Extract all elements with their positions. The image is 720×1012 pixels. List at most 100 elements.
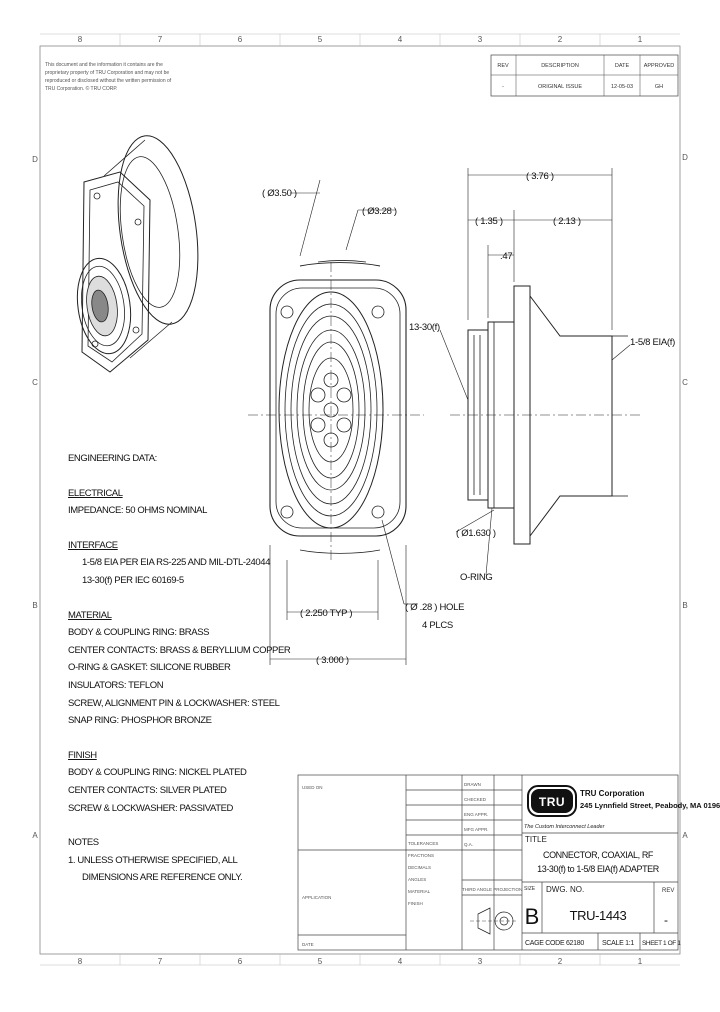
material-line: INSULATORS: TEFLON	[68, 679, 164, 691]
svg-text:reproduced or disclosed withou: reproduced or disclosed without the writ…	[45, 78, 172, 84]
dim-body-dia: ( Ø3.28 )	[362, 206, 397, 217]
zone-col-3-bottom: 3	[478, 957, 483, 966]
label-connector-left: 13-30(f)	[409, 322, 440, 333]
dwg-no-label: DWG. NO.	[546, 885, 584, 894]
svg-text:APPLICATION: APPLICATION	[302, 895, 331, 900]
material-title: MATERIAL	[68, 609, 112, 621]
svg-text:DATE: DATE	[302, 942, 314, 947]
svg-text:ENG APPR.: ENG APPR.	[464, 812, 488, 817]
note-line: 1. UNLESS OTHERWISE SPECIFIED, ALL	[68, 854, 238, 866]
interface-title: INTERFACE	[68, 539, 118, 551]
dim-overall-dia: ( Ø3.50 )	[262, 188, 297, 199]
svg-text:-: -	[502, 84, 504, 90]
dim-len-a: ( 1.35 )	[475, 216, 503, 227]
zone-col-6-bottom: 6	[238, 957, 243, 966]
zone-col-2-bottom: 2	[558, 957, 563, 966]
zone-row-c-right: C	[682, 378, 688, 387]
tru-logo: TRU	[527, 785, 577, 817]
third-angle-projection-icon	[470, 907, 516, 935]
drawing-title-line-2: 13-30(f) to 1-5/8 EIA(f) ADAPTER	[537, 864, 660, 874]
svg-text:MFG APPR.: MFG APPR.	[464, 827, 489, 832]
rev-value: -	[664, 913, 668, 927]
interface-line: 13-30(f) PER IEC 60169-5	[82, 574, 184, 586]
zone-col-6: 6	[238, 35, 243, 44]
interface-line: 1-5/8 EIA PER EIA RS-225 AND MIL-DTL-240…	[82, 557, 271, 569]
zone-col-7: 7	[158, 35, 163, 44]
svg-text:TOLERANCES: TOLERANCES	[408, 841, 438, 846]
material-line: BODY & COUPLING RING: BRASS	[68, 627, 210, 639]
svg-text:Q.A.: Q.A.	[464, 842, 473, 847]
isometric-view	[76, 135, 199, 373]
svg-text:ORIGINAL ISSUE: ORIGINAL ISSUE	[538, 84, 582, 90]
svg-text:DATE: DATE	[615, 63, 630, 69]
finish-line: SCREW & LOCKWASHER: PASSIVATED	[68, 802, 234, 814]
zone-row-a: A	[32, 831, 38, 840]
company-address: 245 Lynnfield Street, Peabody, MA 01960	[580, 801, 720, 810]
svg-text:12-05-03: 12-05-03	[611, 84, 633, 90]
notes-title: NOTES	[68, 837, 99, 849]
size-value: B	[525, 904, 540, 929]
zone-row-c: C	[32, 378, 38, 387]
svg-text:DRAWN: DRAWN	[464, 782, 481, 787]
zone-row-b: B	[32, 601, 37, 610]
title-block-small-labels: USED ON APPLICATION DATE DRAWN CHECKED E…	[302, 782, 522, 947]
scale: SCALE 1:1	[602, 940, 634, 947]
drawing-title-line-1: CONNECTOR, COAXIAL, RF	[543, 850, 654, 860]
rev-label: REV	[662, 888, 674, 894]
material-line: CENTER CONTACTS: BRASS & BERYLLIUM COPPE…	[68, 644, 291, 656]
zone-col-5-bottom: 5	[318, 957, 323, 966]
svg-text:proprietary property of TRU Co: proprietary property of TRU Corporation …	[45, 70, 169, 76]
title-block	[297, 774, 679, 951]
dim-flange-width: ( 3.000 )	[316, 655, 349, 666]
electrical-title: ELECTRICAL	[68, 487, 123, 499]
svg-text:This document and the informat: This document and the information it con…	[45, 62, 163, 68]
dim-overall-len: ( 3.76 )	[526, 171, 554, 182]
note-line: DIMENSIONS ARE REFERENCE ONLY.	[82, 872, 243, 884]
material-line: SCREW, ALIGNMENT PIN & LOCKWASHER: STEEL	[68, 697, 280, 709]
zone-col-5: 5	[318, 35, 323, 44]
material-line: SNAP RING: PHOSPHOR BRONZE	[68, 715, 212, 727]
engineering-notes: ENGINEERING DATA: ELECTRICAL IMPEDANCE: …	[68, 450, 308, 887]
side-view-dimensions	[439, 168, 631, 576]
zone-col-1-bottom: 1	[638, 957, 643, 966]
finish-line: BODY & COUPLING RING: NICKEL PLATED	[68, 767, 247, 779]
svg-text:FRACTIONS: FRACTIONS	[408, 853, 434, 858]
zone-row-d: D	[32, 155, 38, 164]
company-tagline: The Custom Interconnect Leader	[524, 824, 606, 830]
svg-text:TRU: TRU	[539, 795, 565, 809]
svg-text:CHECKED: CHECKED	[464, 797, 487, 802]
zone-col-7-bottom: 7	[158, 957, 163, 966]
svg-text:DECIMALS: DECIMALS	[408, 865, 431, 870]
material-line: O-RING & GASKET: SILICONE RUBBER	[68, 662, 231, 674]
svg-text:USED ON: USED ON	[302, 785, 323, 790]
cage-code: CAGE CODE 62180	[525, 940, 584, 947]
svg-text:REV: REV	[497, 63, 509, 69]
svg-text:FINISH: FINISH	[408, 901, 423, 906]
dwg-no-value: TRU-1443	[570, 908, 627, 923]
side-view	[450, 285, 640, 545]
company-name: TRU Corporation	[580, 789, 645, 798]
dim-hole-qty: 4 PLCS	[422, 620, 453, 631]
zone-row-a-right: A	[682, 831, 688, 840]
zone-col-8-bottom: 8	[78, 957, 83, 966]
finish-line: CENTER CONTACTS: SILVER PLATED	[68, 784, 227, 796]
svg-text:ANGLES: ANGLES	[408, 877, 426, 882]
sheet: SHEET 1 OF 1	[642, 940, 681, 947]
svg-text:GH: GH	[655, 84, 663, 90]
zone-row-b-right: B	[682, 601, 687, 610]
zone-col-1: 1	[638, 35, 643, 44]
svg-text:DESCRIPTION: DESCRIPTION	[541, 63, 579, 69]
title-label: TITLE	[525, 835, 547, 844]
dim-hole-spacing: ( 2.250 TYP )	[300, 608, 352, 619]
size-label: SIZE	[524, 886, 536, 892]
dim-ring-dia: ( Ø1.630 )	[456, 528, 496, 539]
dim-hole-dia: ( Ø .28 ) HOLE	[405, 602, 464, 613]
zone-row-d-right: D	[682, 153, 688, 162]
svg-text:APPROVED: APPROVED	[644, 63, 675, 69]
label-connector-right: 1-5/8 EIA(f)	[630, 337, 675, 348]
zone-col-4: 4	[398, 35, 403, 44]
front-view	[248, 260, 424, 560]
finish-title: FINISH	[68, 749, 97, 761]
zone-col-8: 8	[78, 35, 83, 44]
